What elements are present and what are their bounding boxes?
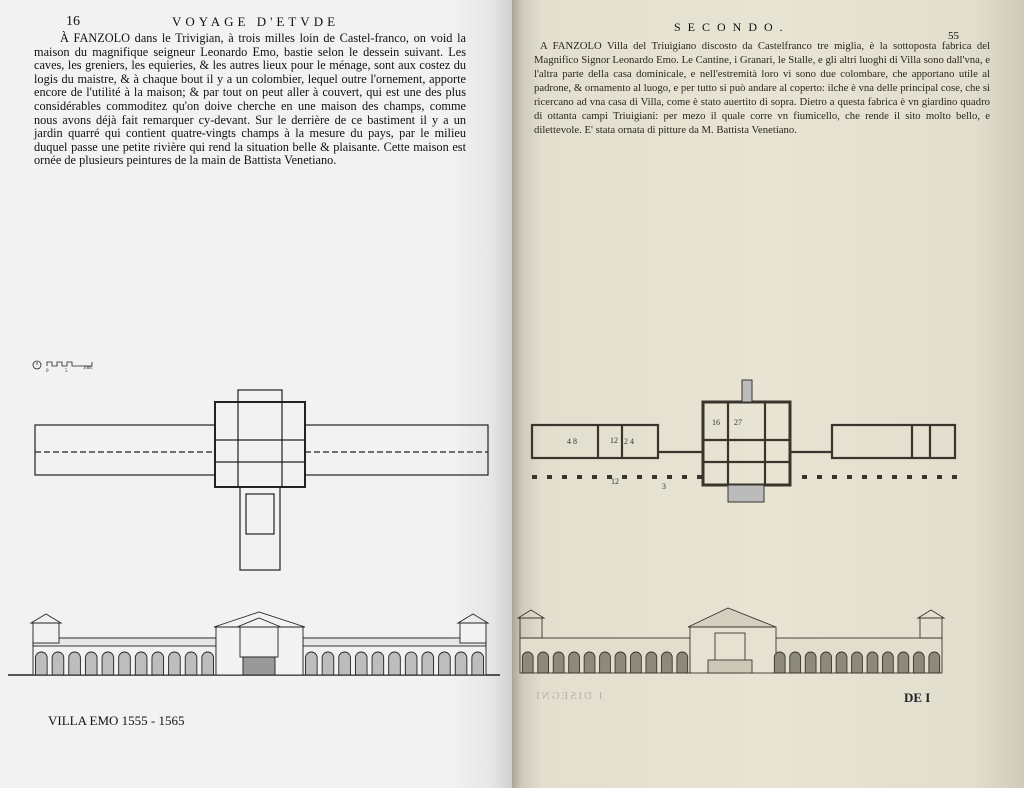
arch [537, 651, 550, 674]
arch [201, 651, 214, 676]
svg-text:4 8: 4 8 [567, 437, 577, 446]
svg-text:5: 5 [65, 369, 68, 374]
column-base [817, 475, 822, 479]
arch [521, 651, 534, 674]
arch [912, 651, 925, 674]
arch [438, 651, 451, 676]
arch [35, 651, 48, 676]
arch [599, 651, 611, 674]
column-base [667, 475, 672, 479]
column-base [922, 475, 927, 479]
arch [773, 651, 786, 674]
column-base [547, 475, 552, 479]
arch [421, 651, 435, 676]
elevation [516, 607, 946, 674]
column-base [592, 475, 597, 479]
arch [68, 651, 81, 676]
column-base [877, 475, 882, 479]
arch [866, 651, 879, 674]
arch [552, 651, 565, 674]
body-text: À FANZOLO dans le Trivigian, à trois mil… [34, 31, 466, 168]
column-base [607, 475, 612, 479]
svg-text:2 4: 2 4 [624, 437, 634, 446]
arch [184, 651, 198, 676]
arch [321, 651, 335, 676]
bleed-through-text: I DISEGNI [534, 690, 603, 702]
arch [151, 651, 165, 676]
column-base [562, 475, 567, 479]
arch [134, 651, 148, 676]
column-base [532, 475, 537, 479]
arch [388, 651, 401, 676]
svg-text:12: 12 [611, 477, 619, 486]
villa-drawings: 0 5 10m [8, 360, 500, 676]
arch [835, 651, 848, 674]
arch [583, 651, 596, 674]
column-base [952, 475, 957, 479]
arch [820, 651, 832, 674]
arch [404, 651, 418, 676]
column-base [637, 475, 642, 479]
left-page: 16 VOYAGE D'ETVDE À FANZOLO dans le Triv… [0, 0, 512, 788]
arch [851, 651, 863, 674]
body-text: A FANZOLO Villa del Triuigiano discosto … [534, 40, 990, 136]
arch [354, 651, 368, 676]
column-base [577, 475, 582, 479]
column-base [652, 475, 657, 479]
arch [676, 651, 689, 674]
svg-text:27: 27 [734, 418, 742, 427]
arch [660, 651, 673, 674]
arch [882, 651, 894, 674]
arch [630, 651, 642, 674]
arch [471, 651, 484, 676]
column-base [802, 475, 807, 479]
arch [897, 651, 910, 674]
running-head: SECONDO. [674, 20, 790, 34]
arch [101, 651, 115, 676]
arch [84, 651, 98, 676]
svg-text:0: 0 [46, 369, 49, 374]
arch [454, 651, 468, 676]
column-base [832, 475, 837, 479]
arch [371, 651, 385, 676]
svg-text:3: 3 [662, 482, 666, 491]
column-base [892, 475, 897, 479]
arch [568, 651, 580, 674]
right-page: SECONDO. 55 A FANZOLO Villa del Triuigia… [512, 0, 1024, 788]
column-base [937, 475, 942, 479]
svg-text:12: 12 [610, 436, 618, 445]
svg-text:16: 16 [712, 418, 720, 427]
page-number: 16 [66, 14, 80, 29]
arch [614, 651, 627, 674]
column-base [622, 475, 627, 479]
column-base [697, 475, 702, 479]
floor-plan: 4 8 12 2 4 16 27 12 3 [530, 379, 957, 503]
scale-bar: 0 5 10m [32, 360, 93, 374]
page-number: 55 [948, 30, 959, 42]
arch [168, 651, 181, 676]
arch [51, 651, 65, 676]
catchword: DE I [904, 690, 931, 705]
arch [645, 651, 658, 674]
running-head: VOYAGE D'ETVDE [172, 14, 340, 29]
column-base [847, 475, 852, 479]
arch [338, 651, 351, 676]
arch [928, 651, 941, 674]
arch [305, 651, 318, 676]
column-base [682, 475, 687, 479]
woodcut-drawings: 4 8 12 2 4 16 27 12 3 [516, 379, 957, 674]
arch [804, 651, 817, 674]
arch [118, 651, 131, 676]
caption: VILLA EMO 1555 - 1565 [48, 713, 185, 728]
column-base [907, 475, 912, 479]
arch [789, 651, 802, 674]
floor-plan [34, 389, 489, 571]
svg-text:10m: 10m [83, 366, 92, 371]
column-base [862, 475, 867, 479]
elevation [8, 611, 500, 676]
